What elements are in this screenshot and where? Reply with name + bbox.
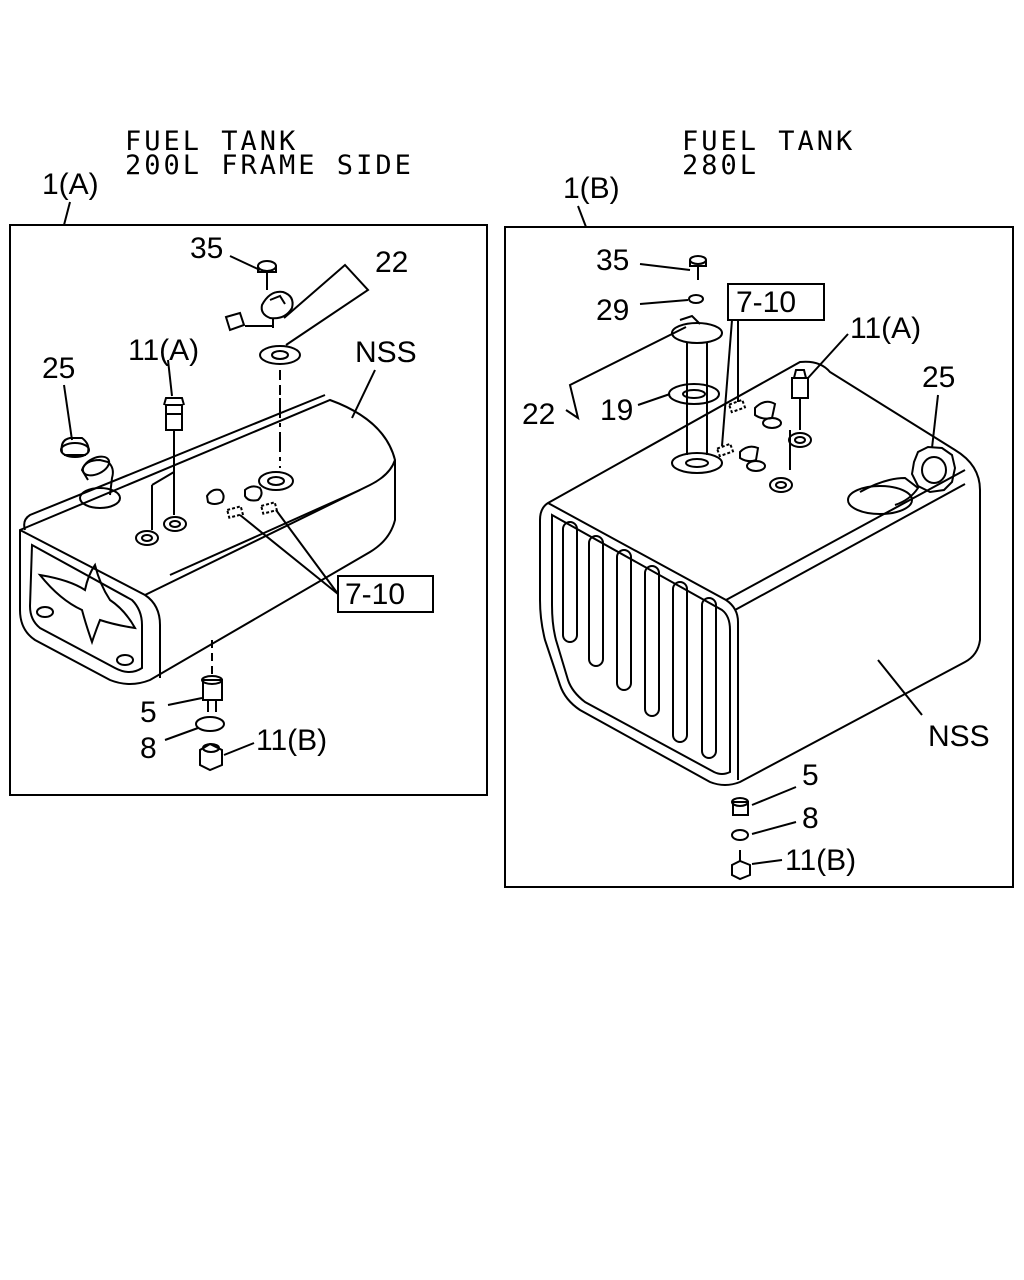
- right-drain-plug: [732, 850, 750, 879]
- left-leader-5: [168, 698, 202, 705]
- right-leader-35: [640, 264, 690, 270]
- right-leader-25: [932, 395, 938, 448]
- right-leader-7-10-b: [722, 320, 732, 446]
- right-label-nss: NSS: [928, 720, 990, 753]
- left-title-line2: 200L FRAME SIDE: [125, 150, 414, 181]
- right-leader-22: [566, 327, 686, 418]
- right-assembly-leader: [578, 206, 586, 227]
- right-clips: [717, 400, 781, 471]
- left-label-22: 22: [375, 246, 408, 279]
- right-slot-2: [589, 536, 603, 666]
- left-leader-nss: [352, 370, 375, 418]
- left-leader-7-10-a: [240, 515, 338, 594]
- right-slot-4: [645, 566, 659, 716]
- right-leader-11a: [808, 334, 848, 378]
- right-label-8: 8: [802, 802, 819, 835]
- left-leader-22: [284, 265, 368, 345]
- left-label-25: 25: [42, 352, 75, 385]
- right-frame: [505, 227, 1013, 887]
- left-label-5: 5: [140, 696, 157, 729]
- right-leader-8: [752, 822, 796, 834]
- right-label-7-10: 7-10: [736, 286, 796, 319]
- left-label-nss: NSS: [355, 336, 417, 369]
- left-breather-valve: [152, 398, 184, 530]
- right-label-29: 29: [596, 294, 629, 327]
- right-label-11b: 11(B): [785, 844, 856, 877]
- left-box-7-10: [338, 576, 433, 612]
- right-washer-29: [689, 295, 703, 303]
- right-panel: FUEL TANK 280L 1(B): [505, 126, 1013, 887]
- right-slot-5: [673, 582, 687, 742]
- right-leader-29: [640, 300, 688, 304]
- right-label-35: 35: [596, 244, 629, 277]
- left-filler-neck: [80, 453, 120, 508]
- left-label-11a: 11(A): [128, 334, 199, 367]
- left-label-7-10: 7-10: [345, 578, 405, 611]
- right-label-22: 22: [522, 398, 555, 431]
- right-fuel-cap: [912, 447, 955, 492]
- right-leader-19: [638, 394, 670, 405]
- left-drain-fitting: [202, 676, 222, 712]
- left-clips: [207, 486, 277, 517]
- left-fuel-cap: [61, 438, 89, 457]
- left-tank-x-pattern: [40, 565, 135, 642]
- left-leader-25: [64, 385, 72, 440]
- right-slot-3: [617, 550, 631, 690]
- right-slot-1: [563, 522, 577, 642]
- right-label-11a: 11(A): [850, 312, 921, 345]
- right-sender-unit: [669, 316, 722, 473]
- left-label-35: 35: [190, 232, 223, 265]
- left-leader-35: [230, 256, 260, 270]
- left-panel: FUEL TANK 200L FRAME SIDE 1(A): [10, 126, 487, 795]
- left-leader-11b: [224, 743, 254, 755]
- left-label-11b: 11(B): [256, 724, 327, 757]
- left-drain-washer: [196, 717, 224, 731]
- left-assembly-leader: [64, 202, 70, 225]
- left-leader-8: [165, 728, 198, 740]
- left-frame: [10, 225, 487, 795]
- right-drain-washer: [732, 830, 748, 840]
- left-title-line1: FUEL TANK: [125, 126, 298, 157]
- right-title-line2: 280L: [682, 150, 759, 181]
- right-bolt-35: [690, 256, 706, 280]
- right-leader-11b: [752, 860, 782, 864]
- right-tank-body: [540, 362, 980, 785]
- right-leader-nss: [878, 660, 922, 715]
- right-assembly-ref: 1(B): [563, 172, 620, 205]
- left-bolt: [258, 261, 276, 290]
- right-slot-6: [702, 598, 716, 758]
- right-label-25: 25: [922, 361, 955, 394]
- right-label-5: 5: [802, 759, 819, 792]
- right-title-line1: FUEL TANK: [682, 126, 855, 157]
- right-label-19: 19: [600, 394, 633, 427]
- right-filler-neck: [848, 478, 918, 514]
- right-box-7-10: [728, 284, 824, 320]
- right-breather-valve: [790, 370, 808, 470]
- left-leader-7-10-b: [276, 510, 338, 594]
- left-assembly-ref: 1(A): [42, 168, 99, 201]
- left-tank-body: [20, 395, 395, 684]
- right-leader-5: [752, 787, 796, 805]
- left-label-8: 8: [140, 732, 157, 765]
- right-drain-fitting: [732, 798, 748, 815]
- left-leader-11a: [168, 360, 172, 396]
- left-sender-unit: [226, 292, 300, 490]
- left-drain-plug: [200, 744, 222, 770]
